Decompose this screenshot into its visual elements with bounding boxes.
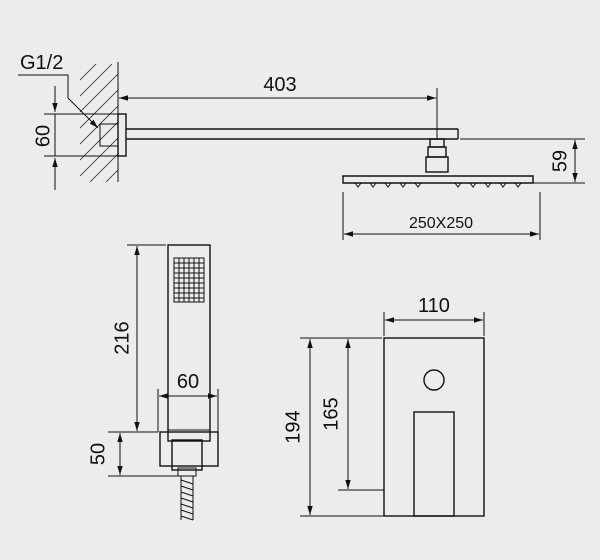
- head-size-dimension: 250X250: [342, 192, 541, 240]
- diverter-button: [423, 369, 445, 391]
- hand-shower-length-label: 216: [111, 321, 133, 354]
- hose: [180, 476, 194, 521]
- arm-length-dimension: 403: [117, 74, 438, 140]
- hand-shower-width-dimension: 60: [157, 371, 219, 432]
- spray-grid: [173, 257, 205, 303]
- wall-flange: [99, 113, 127, 157]
- valve-width-label: 110: [418, 295, 450, 317]
- holder-height-label: 50: [87, 443, 109, 465]
- head-height-dimension: 59: [460, 138, 585, 184]
- valve-inner-height-dimension: 165: [320, 337, 384, 491]
- valve-total-height-dimension: 194: [282, 337, 412, 517]
- hand-shower-width-label: 60: [177, 371, 199, 393]
- arm-length-label: 403: [263, 74, 296, 96]
- shower-head: [342, 138, 534, 188]
- valve-inner-height-label: 165: [320, 397, 342, 430]
- shower-holder: [159, 431, 219, 477]
- valve-total-height-label: 194: [282, 410, 304, 443]
- thread-label: G1/2: [20, 52, 63, 74]
- wall-section: [79, 62, 119, 183]
- head-height-label: 59: [549, 150, 571, 172]
- flange-height-label: 60: [32, 125, 54, 147]
- valve-width-dimension: 110: [383, 295, 485, 336]
- mixer-plate: [383, 337, 485, 517]
- shower-arm: [126, 128, 459, 140]
- holder-height-dimension: 50: [87, 431, 178, 477]
- mixer-handle: [413, 411, 455, 517]
- hand-shower: [167, 244, 211, 442]
- flange-height-dimension: 60: [32, 86, 118, 190]
- thread-callout: G1/2: [18, 52, 99, 129]
- head-size-label: 250X250: [409, 215, 473, 232]
